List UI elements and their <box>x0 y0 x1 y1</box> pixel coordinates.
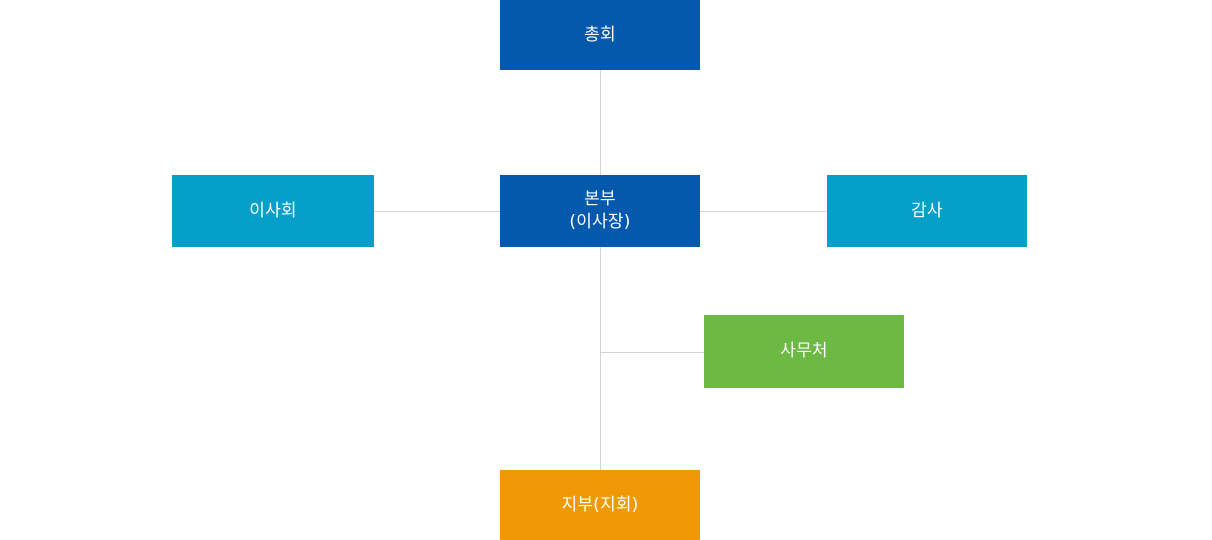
org-node-branch-label: 지부(지회) <box>561 494 639 515</box>
org-node-headquarters-text: 본부 (이사장) <box>569 188 630 234</box>
org-node-board-text: 이사회 <box>249 200 297 223</box>
org-node-secretariat[interactable]: 사무처 <box>704 315 904 388</box>
connector-headquarters-to-branch <box>600 247 601 470</box>
org-node-general-assembly-label: 총회 <box>584 24 616 45</box>
connector-headquarters-to-auditor <box>700 211 827 212</box>
org-node-board[interactable]: 이사회 <box>172 175 374 247</box>
org-node-branch-text: 지부(지회) <box>561 494 638 517</box>
org-node-headquarters-label: 본부 <box>584 189 616 210</box>
org-node-general-assembly[interactable]: 총회 <box>500 0 700 70</box>
org-node-general-assembly-text: 총회 <box>584 24 616 47</box>
connector-board-to-headquarters <box>374 211 500 212</box>
org-node-secretariat-text: 사무처 <box>780 340 828 363</box>
org-node-auditor-label: 감사 <box>911 200 943 221</box>
connector-headquarters-to-secretariat <box>600 352 704 353</box>
org-node-board-label: 이사회 <box>249 200 297 221</box>
org-node-secretariat-label: 사무처 <box>780 341 828 362</box>
connector-assembly-to-headquarters <box>600 70 601 175</box>
org-node-auditor[interactable]: 감사 <box>827 175 1027 247</box>
org-node-auditor-text: 감사 <box>911 200 943 223</box>
org-node-headquarters[interactable]: 본부 (이사장) <box>500 175 700 247</box>
org-node-branch[interactable]: 지부(지회) <box>500 470 700 540</box>
org-node-headquarters-sublabel: (이사장) <box>569 212 631 232</box>
